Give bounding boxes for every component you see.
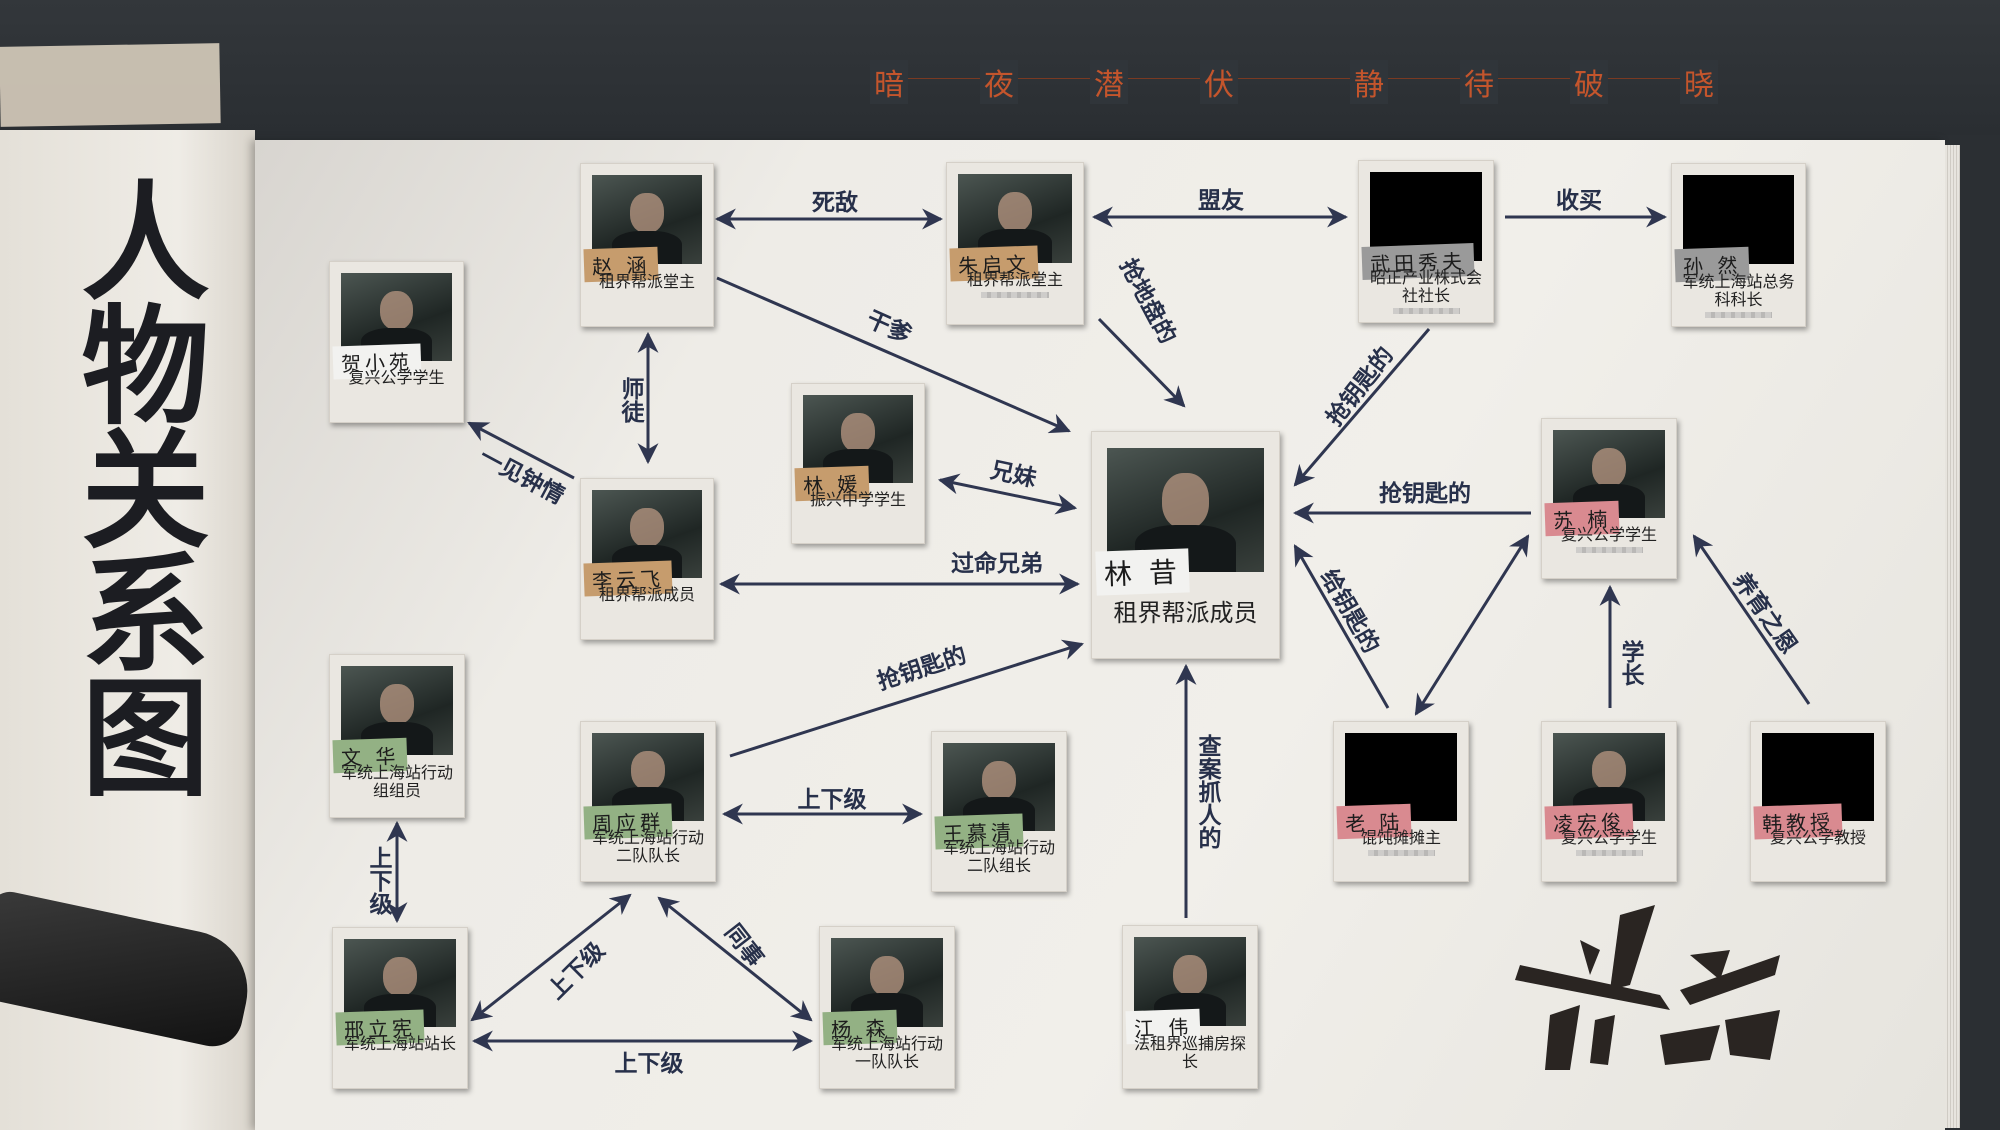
card-info: 振兴中学学生 [792, 489, 924, 509]
relation-label: 盟友 [1198, 188, 1244, 214]
card-info: 军统上海站行动一队队长 [820, 1033, 954, 1071]
card-info: 复兴公学学生 [1542, 524, 1676, 553]
card-info: 复兴公学学生 [330, 369, 463, 387]
character-card: 贺小苑复兴公学学生 [329, 261, 464, 423]
slogan-line [890, 78, 1710, 79]
page-edges [1945, 145, 1960, 1128]
relation-label: 死敌 [812, 190, 858, 216]
relation-arrow [729, 639, 1085, 758]
card-info: 军统上海站行动组组员 [330, 762, 464, 800]
relation-label: 上下级 [365, 845, 391, 915]
role-text: 军统上海站行动二队组长 [942, 837, 1055, 875]
role-text: 军统上海站行动二队队长 [591, 827, 704, 865]
slogan-char: 潜 [1090, 60, 1128, 104]
role-text: 复兴公学教授 [1769, 827, 1866, 847]
relation-arrow [1414, 534, 1530, 716]
relation-label: 抢钥匙的 [1379, 481, 1471, 507]
name-tag: 林 昔 [1094, 547, 1190, 596]
character-card: 李云飞租界帮派成员 [580, 478, 714, 640]
card-info: 军统上海站站长 [333, 1035, 467, 1053]
relation-arrow [470, 893, 632, 1022]
relation-label: 上下级 [614, 1051, 684, 1077]
card-info: 军统上海站总务科科长 [1672, 271, 1805, 318]
card-info: 复兴公学教授 [1751, 827, 1885, 847]
slogan-char: 静 [1350, 60, 1388, 104]
card-info: 复兴公学学生 [1542, 827, 1676, 856]
relation-arrow [657, 896, 813, 1022]
role-text: 军统上海站行动一队队长 [830, 1033, 943, 1071]
relation-label: 查案抓人的 [1194, 733, 1220, 849]
character-card: 孙 然军统上海站总务科科长 [1671, 163, 1806, 327]
role-text: 租界帮派成员 [598, 585, 695, 605]
slogan-char: 晓 [1680, 60, 1718, 104]
role-text: 租界帮派堂主 [966, 269, 1063, 289]
role-text: 复兴公学学生 [348, 368, 445, 388]
role-text: 军统上海站总务科科长 [1682, 271, 1795, 309]
character-card: 林 昔租界帮派成员 [1091, 431, 1280, 659]
card-info: 租界帮派堂主 [581, 271, 713, 291]
blurred-text [1392, 307, 1460, 314]
relation-label: 收买 [1556, 188, 1602, 214]
blurred-text [1705, 311, 1772, 318]
role-text: 馄饨摊摊主 [1360, 827, 1441, 847]
blurred-text [1367, 849, 1435, 856]
relation-arrow [1293, 328, 1431, 487]
relation-arrow [937, 473, 1078, 515]
relation-arrow [1692, 534, 1811, 705]
blurred-text [1575, 546, 1643, 553]
role-text: 复兴公学学生 [1560, 524, 1657, 544]
show-logo [1515, 905, 1780, 1070]
blurred-text [1575, 849, 1643, 856]
character-card: 朱启文租界帮派堂主 [946, 162, 1084, 325]
role-text: 军统上海站站长 [343, 1034, 456, 1054]
character-card: 文 华军统上海站行动组组员 [329, 654, 465, 818]
role-text: 军统上海站行动组组员 [340, 762, 453, 800]
character-card: 凌宏俊复兴公学学生 [1541, 721, 1677, 882]
relation-arrow [467, 421, 575, 480]
role-text: 复兴公学学生 [1560, 827, 1657, 847]
relation-arrow [1097, 317, 1186, 408]
card-info: 馄饨摊摊主 [1334, 827, 1468, 856]
character-card: 武田秀夫昭正产业株式会社社长 [1358, 160, 1494, 323]
role-text: 振兴中学学生 [809, 489, 906, 509]
slogan-char: 夜 [980, 60, 1018, 104]
top-banner: 暗 夜 潜 伏 静 待 破 晓 [0, 0, 2000, 135]
character-card: 林 媛振兴中学学生 [791, 383, 925, 544]
blurred-text [981, 291, 1049, 298]
character-card: 江 伟法租界巡捕房探长 [1122, 925, 1258, 1089]
slogan-char: 暗 [870, 60, 908, 104]
card-info: 法租界巡捕房探长 [1123, 1033, 1257, 1071]
character-card: 苏 楠复兴公学学生 [1541, 418, 1677, 579]
relation-label: 上下级 [797, 787, 867, 813]
slogan-char: 破 [1570, 60, 1608, 104]
card-info: 军统上海站行动二队队长 [581, 827, 715, 865]
character-card: 王慕清军统上海站行动二队组长 [931, 731, 1067, 892]
role-text: 租界帮派堂主 [598, 271, 695, 291]
relation-label: 学长 [1617, 640, 1643, 686]
role-text: 法租界巡捕房探长 [1133, 1033, 1246, 1071]
slogan-char: 待 [1460, 60, 1498, 104]
relation-label: 过命兄弟 [951, 551, 1043, 577]
relation-label: 师徒 [617, 377, 643, 423]
character-photo [591, 733, 705, 821]
character-card: 邢立宪军统上海站站长 [332, 927, 468, 1089]
relation-arrow [716, 276, 1071, 434]
card-info: 昭正产业株式会社社长 [1359, 267, 1493, 314]
role-text: 租界帮派成员 [1113, 599, 1258, 628]
character-card: 赵 涵租界帮派堂主 [580, 163, 714, 327]
character-card: 韩教授复兴公学教授 [1750, 721, 1886, 882]
character-card: 老 陆馄饨摊摊主 [1333, 721, 1469, 882]
relation-arrow [1293, 544, 1390, 709]
slogan-char: 伏 [1200, 60, 1238, 104]
page-title: 人物关系图 [59, 175, 209, 795]
role-text: 昭正产业株式会社社长 [1369, 267, 1482, 305]
card-info: 军统上海站行动二队组长 [932, 837, 1066, 875]
character-card: 杨 森军统上海站行动一队队长 [819, 926, 955, 1089]
card-info: 租界帮派堂主 [947, 269, 1083, 298]
slogan: 暗 夜 潜 伏 静 待 破 晓 [870, 58, 1730, 104]
card-info: 租界帮派成员 [581, 586, 713, 604]
character-card: 周应群军统上海站行动二队队长 [580, 721, 716, 882]
card-info: 租界帮派成员 [1092, 599, 1279, 627]
